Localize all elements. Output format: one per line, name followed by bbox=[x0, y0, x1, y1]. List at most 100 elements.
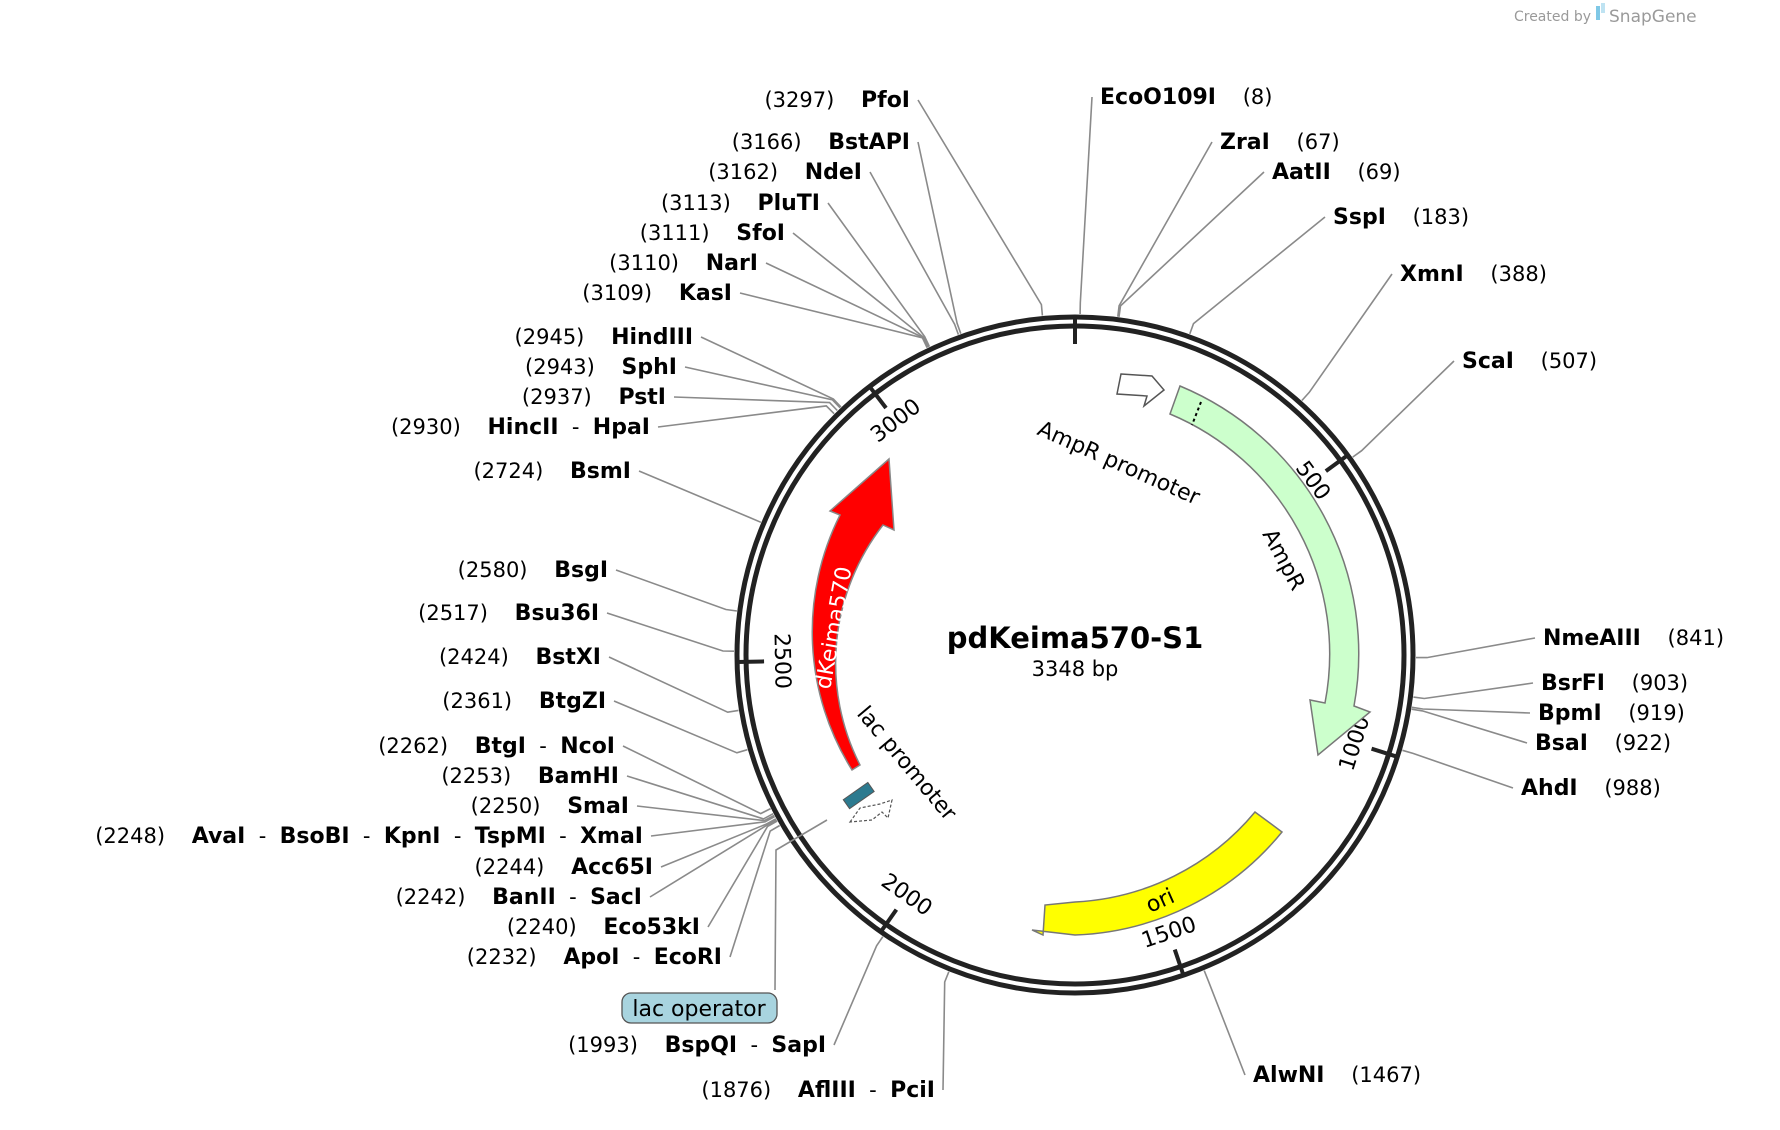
enzyme-name: XmnI bbox=[1400, 262, 1464, 287]
site-position: (388) bbox=[1464, 262, 1547, 286]
tick-2500 bbox=[737, 659, 765, 664]
site-label-aatii: AatII (69) bbox=[1272, 160, 1401, 185]
site-position: (922) bbox=[1588, 731, 1671, 755]
site-label-xmni: XmnI (388) bbox=[1400, 262, 1547, 287]
leader-2253 bbox=[626, 775, 774, 820]
enzyme-name: BstAPI bbox=[828, 130, 910, 155]
site-position: (2943) bbox=[525, 355, 622, 379]
separator: - bbox=[556, 885, 590, 909]
enzyme-name: AlwNI bbox=[1253, 1063, 1325, 1088]
enzyme-name: SspI bbox=[1333, 205, 1386, 230]
leader-919 bbox=[1411, 706, 1531, 714]
site-position: (919) bbox=[1602, 701, 1685, 725]
site-label-avai: (2248) AvaI - BsoBI - KpnI - TspMI - Xma… bbox=[95, 824, 643, 849]
site-label-nari: (3110) NarI bbox=[609, 251, 758, 276]
enzyme-name: Bsu36I bbox=[515, 601, 599, 626]
leader-3113 bbox=[827, 202, 931, 347]
site-label-pfoi: (3297) PfoI bbox=[764, 88, 910, 113]
leader-2232 bbox=[729, 824, 781, 958]
credit-brand: SnapGene bbox=[1609, 7, 1697, 27]
site-position: (183) bbox=[1386, 205, 1469, 229]
leader-2262 bbox=[622, 745, 771, 815]
site-position: (2240) bbox=[507, 915, 604, 939]
site-position: (2580) bbox=[458, 558, 555, 582]
features bbox=[811, 373, 1372, 937]
site-position: (3162) bbox=[708, 160, 805, 184]
snapgene-credit: Created by SnapGene bbox=[1514, 3, 1697, 27]
site-position: (3109) bbox=[582, 281, 679, 305]
lac-operator-label-box bbox=[621, 992, 778, 1024]
site-label-bsmi: (2724) BsmI bbox=[473, 459, 631, 484]
site-position: (2945) bbox=[515, 325, 612, 349]
separator: - bbox=[546, 824, 580, 848]
enzyme-name: BstXI bbox=[535, 645, 601, 670]
enzyme-name: PstI bbox=[618, 385, 666, 410]
enzyme-name: SfoI bbox=[736, 221, 785, 246]
leader-2930 bbox=[657, 405, 835, 428]
site-label-btgzi: (2361) BtgZI bbox=[442, 689, 606, 714]
enzyme-name: PluTI bbox=[757, 191, 820, 216]
lac-operator-callout: lac operator bbox=[621, 819, 828, 1024]
site-label-bamhi: (2253) BamHI bbox=[441, 764, 619, 789]
enzyme-name: ApoI bbox=[563, 945, 619, 970]
enzyme-name: AvaI bbox=[192, 824, 246, 849]
site-position: (841) bbox=[1641, 626, 1724, 650]
site-position: (2517) bbox=[418, 601, 515, 625]
enzyme-name: NcoI bbox=[560, 734, 615, 759]
enzyme-name: ZraI bbox=[1220, 130, 1270, 155]
enzyme-name: SapI bbox=[771, 1033, 826, 1058]
leader-2240 bbox=[707, 820, 778, 928]
enzyme-name: HindIII bbox=[611, 325, 693, 350]
site-position: (2253) bbox=[441, 764, 538, 788]
site-position: (507) bbox=[1514, 349, 1597, 373]
enzyme-name: HincII bbox=[487, 415, 558, 440]
enzyme-name: NmeAIII bbox=[1543, 626, 1641, 651]
enzyme-name: EcoO109I bbox=[1100, 85, 1216, 110]
site-position: (2724) bbox=[473, 459, 570, 483]
feature-lac-promoter-arrow bbox=[848, 799, 893, 823]
site-label-sfoi: (3111) SfoI bbox=[640, 221, 785, 246]
leader-2945 bbox=[700, 336, 842, 408]
site-position: (988) bbox=[1578, 776, 1661, 800]
site-label-psti: (2937) PstI bbox=[522, 385, 666, 410]
site-label-zrai: ZraI (67) bbox=[1220, 130, 1340, 155]
site-label-apoi: (2232) ApoI - EcoRI bbox=[467, 945, 722, 970]
enzyme-name: TspMI bbox=[475, 824, 546, 849]
leader-3111 bbox=[792, 232, 930, 348]
site-position: (69) bbox=[1331, 160, 1401, 184]
enzyme-name: AflIII bbox=[798, 1078, 856, 1103]
leader-lines bbox=[606, 96, 1536, 1091]
site-label-bsu36i: (2517) Bsu36I bbox=[418, 601, 599, 626]
site-label-afliii: (1876) AflIII - PciI bbox=[701, 1078, 935, 1103]
site-position: (903) bbox=[1605, 671, 1688, 695]
feature-label-ampr-promoter: AmpR promoter bbox=[1034, 417, 1205, 511]
enzyme-name: BsgI bbox=[554, 558, 608, 583]
leader-922 bbox=[1411, 708, 1528, 744]
tick-3000 bbox=[868, 385, 888, 410]
feature-ampr-promoter-arrow bbox=[1116, 373, 1166, 409]
site-position: (2424) bbox=[439, 645, 536, 669]
site-label-ndei: (3162) NdeI bbox=[708, 160, 862, 185]
site-label-bstxi: (2424) BstXI bbox=[439, 645, 601, 670]
site-label-smai: (2250) SmaI bbox=[471, 794, 629, 819]
leader-388 bbox=[1301, 273, 1393, 402]
feature-ampr-arrow bbox=[1169, 385, 1372, 757]
site-position: (2248) bbox=[95, 824, 192, 848]
site-position: (1467) bbox=[1325, 1063, 1422, 1087]
site-position: (3111) bbox=[640, 221, 737, 245]
site-label-hindiii: (2945) HindIII bbox=[515, 325, 693, 350]
leader-3297 bbox=[917, 99, 1044, 316]
leader-507 bbox=[1352, 360, 1455, 458]
tick-2000 bbox=[879, 908, 899, 933]
leader-69 bbox=[1118, 171, 1265, 318]
site-position: (67) bbox=[1270, 130, 1340, 154]
site-label-eco53ki: (2240) Eco53kI bbox=[507, 915, 700, 940]
site-position: (2244) bbox=[475, 855, 572, 879]
site-position: (2232) bbox=[467, 945, 564, 969]
enzyme-name: AhdI bbox=[1521, 776, 1578, 801]
leader-2580 bbox=[615, 569, 738, 612]
enzyme-name: KasI bbox=[679, 281, 732, 306]
feature-ori-arrow bbox=[1031, 810, 1284, 937]
leader-841 bbox=[1416, 637, 1536, 659]
